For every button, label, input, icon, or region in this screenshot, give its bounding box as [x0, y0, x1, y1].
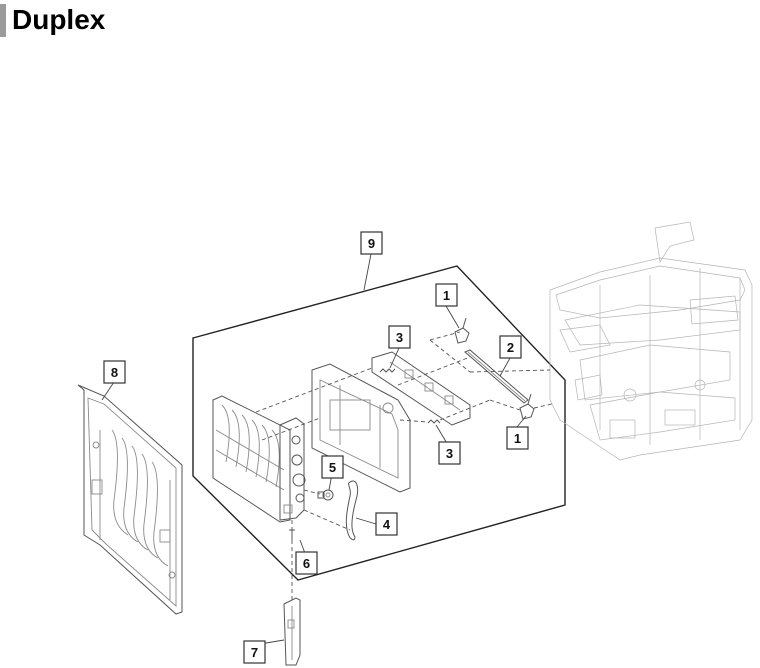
callout-1-upper: 1: [435, 283, 458, 307]
printer-chassis: [549, 221, 753, 461]
part-4-belt: [345, 480, 359, 541]
title-accent-bar: [0, 3, 6, 37]
callout-4: 4: [375, 512, 398, 536]
callout-7: 7: [243, 640, 266, 664]
part-5-gear: [317, 489, 334, 501]
svg-text:9: 9: [368, 236, 375, 251]
center-frame: [311, 363, 411, 493]
part-1-sensor-upper: [454, 317, 470, 344]
page-title: Duplex: [12, 4, 106, 35]
svg-text:1: 1: [443, 288, 450, 303]
callout-leaders: [101, 253, 527, 646]
duplex-guide-assembly: [212, 395, 291, 523]
svg-text:3: 3: [396, 330, 403, 345]
callout-2: 2: [499, 335, 522, 359]
callout-1-lower: 1: [506, 426, 529, 450]
part-6-screw: [289, 529, 295, 540]
page-header: Duplex: [0, 0, 105, 40]
side-gear-plate: [279, 417, 306, 521]
svg-text:4: 4: [383, 517, 391, 532]
part-8-duplex-cover: [77, 384, 183, 615]
callout-8: 8: [103, 360, 126, 384]
callout-3-upper: 3: [388, 325, 411, 349]
callout-3-lower: 3: [438, 441, 461, 465]
svg-text:5: 5: [329, 460, 336, 475]
svg-text:6: 6: [303, 556, 310, 571]
svg-text:7: 7: [251, 645, 258, 660]
alignment-lines: [255, 331, 553, 600]
part-7-bracket: [283, 597, 301, 666]
part-3-spring-upper: [379, 368, 396, 373]
svg-text:3: 3: [446, 446, 453, 461]
svg-text:2: 2: [507, 340, 514, 355]
svg-text:8: 8: [111, 365, 118, 380]
assembly-9-frame: [192, 265, 566, 581]
callout-5: 5: [321, 455, 344, 479]
part-1-sensor-lower: [519, 393, 535, 420]
part-3-spring-lower: [427, 419, 441, 424]
callout-9: 9: [360, 231, 383, 255]
part-2-shaft: [464, 349, 529, 404]
svg-text:1: 1: [514, 431, 521, 446]
callout-6: 6: [295, 551, 318, 575]
upper-guide-bracket: [371, 351, 471, 426]
